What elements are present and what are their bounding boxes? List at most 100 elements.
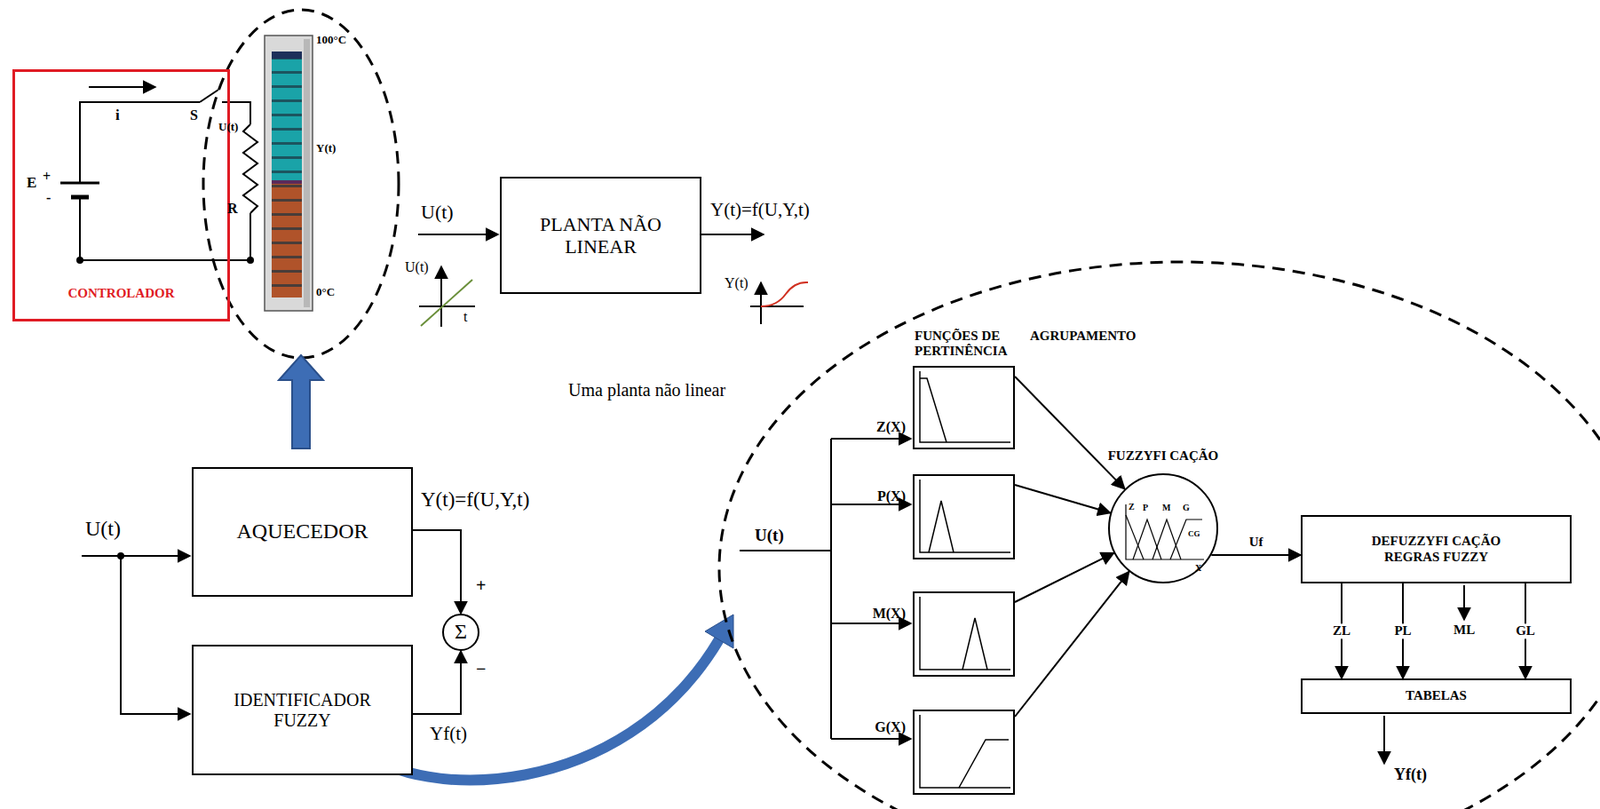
dashed-outline (203, 9, 399, 358)
signal-arrow (419, 305, 476, 308)
signal-arrow (739, 549, 832, 552)
membership-plot (919, 714, 1011, 788)
plant-box: PLANTA NÃO LINEAR (499, 176, 702, 294)
text-label: t (463, 308, 468, 325)
text-label: U(t) (404, 259, 429, 276)
text-label: P (1142, 502, 1149, 514)
circuit-wire (79, 102, 200, 183)
connector (1014, 376, 1125, 490)
node-label: Z(X) (876, 419, 906, 436)
resistor-symbol (243, 124, 258, 214)
node-label: DEFUZZYFI CAÇÃO REGRAS FUZZY (1358, 533, 1514, 565)
signal-arrow (750, 305, 804, 308)
block-arrow (278, 355, 324, 449)
membership-plot (919, 371, 1011, 788)
node-label: M(X) (872, 605, 906, 622)
signal-arrow (831, 622, 911, 625)
text-label: AGRUPAMENTO (1029, 328, 1136, 344)
heater-column (264, 35, 313, 311)
signal-arrow (830, 438, 832, 739)
battery-symbol (71, 195, 89, 200)
signal-arrow (440, 266, 443, 327)
text-label: R (227, 200, 238, 217)
signal-arrow (1383, 715, 1386, 764)
membership-box: P(X) (912, 474, 1015, 560)
membership-plot (958, 739, 1009, 788)
text-label: Uma planta não linear (568, 380, 726, 401)
membership-plot (928, 500, 954, 553)
connector (1014, 484, 1111, 514)
node-label: CONTROLADOR (15, 285, 228, 301)
connector (1014, 571, 1130, 717)
signal-arrow (1463, 585, 1466, 620)
text-label: + (475, 575, 486, 596)
node-label: TABELAS (1405, 688, 1467, 704)
response-curve (760, 282, 808, 307)
node-label: G(X) (874, 719, 906, 736)
node-label: AQUECEDOR (237, 519, 369, 545)
heater-box: AQUECEDOR (191, 467, 413, 597)
signal-arrow (831, 503, 911, 506)
battery-symbol (60, 182, 100, 185)
membership-box: M(X) (912, 591, 1015, 677)
node-label: P(X) (877, 488, 906, 505)
fuzzy-sets-plot (1125, 504, 1204, 560)
text-label: M (1162, 502, 1171, 514)
identifier-box: IDENTIFICADOR FUZZY (191, 644, 413, 776)
text-label: U(t) (85, 516, 121, 542)
node-label: PLANTA NÃO LINEAR (512, 213, 690, 259)
fuzzy-sets-plot (1152, 519, 1181, 560)
text-label: 100°C (316, 33, 347, 48)
membership-box: G(X) (912, 709, 1015, 795)
fuzzification-circle: FUZZYFI CAÇÃO (1108, 473, 1219, 584)
text-label: Yf(t) (1394, 765, 1427, 785)
membership-plot (919, 371, 1011, 443)
heater-column (264, 35, 313, 311)
fuzzy-sets-plot (1170, 519, 1203, 560)
text-label: X (1195, 562, 1202, 574)
battery-symbol (60, 182, 100, 198)
text-label: − (475, 658, 486, 680)
text-label: ML (1453, 622, 1475, 638)
membership-plot (919, 378, 947, 443)
text-label: Y(t)=f(U,Y,t) (710, 198, 810, 221)
summing-junction: Σ (442, 613, 480, 651)
connector (412, 650, 461, 714)
signal-arrow (831, 437, 911, 440)
text-label: E (26, 174, 37, 192)
junction-dot (76, 256, 84, 264)
signal-arrow (831, 737, 911, 740)
text-label: 0°C (316, 285, 335, 300)
membership-plot (919, 596, 1011, 670)
membership-plot (919, 479, 1011, 553)
signal-arrow (418, 233, 499, 236)
curved-arrow (364, 639, 720, 780)
text-label: Y(t) (724, 275, 749, 292)
edge-label: Uf (1246, 534, 1267, 550)
rules-box: DEFUZZYFI CAÇÃO REGRAS FUZZY (1300, 514, 1572, 584)
membership-box: Z(X) (912, 365, 1015, 450)
circuit-wire (79, 197, 251, 261)
signal-arrow (120, 555, 191, 714)
node-label: Σ (454, 619, 468, 645)
text-label: G (1182, 502, 1190, 514)
circuit-wire (79, 87, 251, 261)
connector (1211, 554, 1301, 556)
text-label: Yf(t) (429, 722, 468, 745)
signal-arrow (760, 282, 762, 325)
text-label: U(t) (420, 200, 454, 223)
membership-plot (962, 617, 988, 670)
text-label: i (115, 106, 120, 125)
circuit-wire (88, 86, 156, 88)
dashed-outline (719, 261, 1600, 809)
text-label: S (190, 107, 199, 124)
junction-dot (246, 256, 254, 264)
heater-column (271, 53, 302, 298)
text-label: U(t) (754, 525, 785, 546)
fuzzy-sets-plot (1125, 504, 1204, 560)
text-label: - (46, 190, 51, 206)
fuzzy-sets-plot (1132, 519, 1162, 560)
text-label: Z (1128, 501, 1135, 513)
